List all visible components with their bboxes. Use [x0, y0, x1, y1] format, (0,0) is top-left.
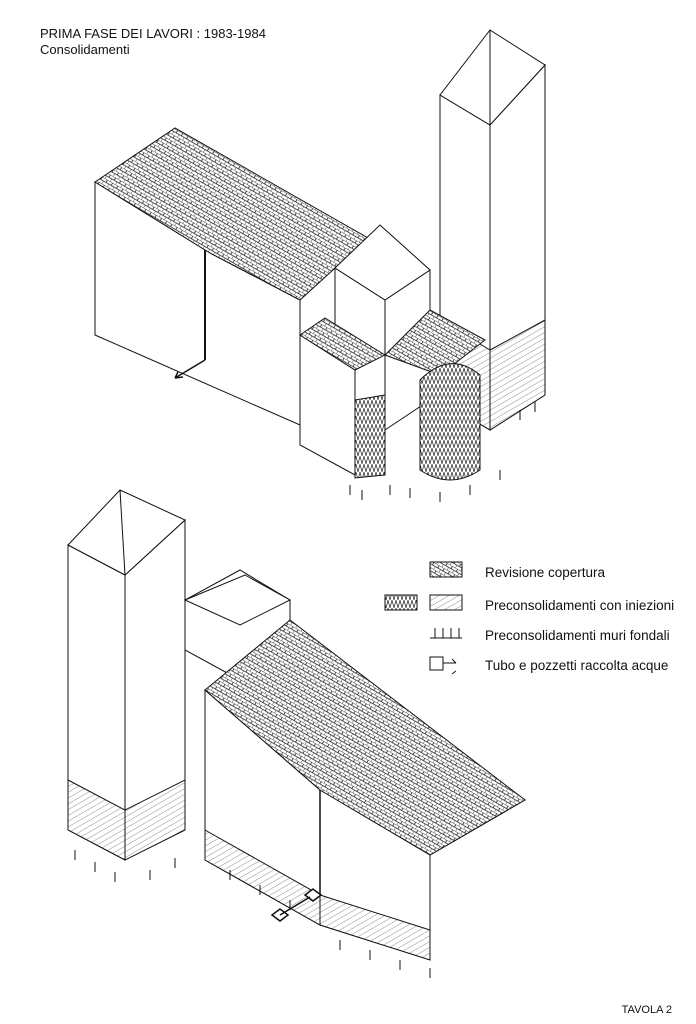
diagonal-hatch-icon [429, 594, 463, 611]
legend-label-drainage: Tubo e pozzetti raccolta acque [485, 658, 669, 673]
roof-tiles-icon [429, 561, 463, 578]
legend-icons [384, 561, 463, 675]
sheet-number: TAVOLA 2 [621, 1004, 672, 1016]
bottom-view-building [67, 489, 526, 978]
pipe-icon [443, 658, 457, 675]
title-sub: Consolidamenti [40, 42, 130, 57]
foundation-ticks-icon [430, 628, 462, 639]
legend-label-foundations: Preconsolidamenti muri fondali [485, 628, 670, 643]
legend-label-injections: Preconsolidamenti con iniezioni [485, 598, 675, 613]
top-view-building [94, 29, 546, 502]
title-main: PRIMA FASE DEI LAVORI : 1983-1984 [40, 26, 266, 41]
drawing-title: PRIMA FASE DEI LAVORI : 1983-1984 Consol… [40, 26, 266, 58]
zigzag-hatch-icon [384, 594, 418, 611]
manhole-icon [429, 656, 444, 671]
legend-label-roof: Revisione copertura [485, 565, 606, 580]
